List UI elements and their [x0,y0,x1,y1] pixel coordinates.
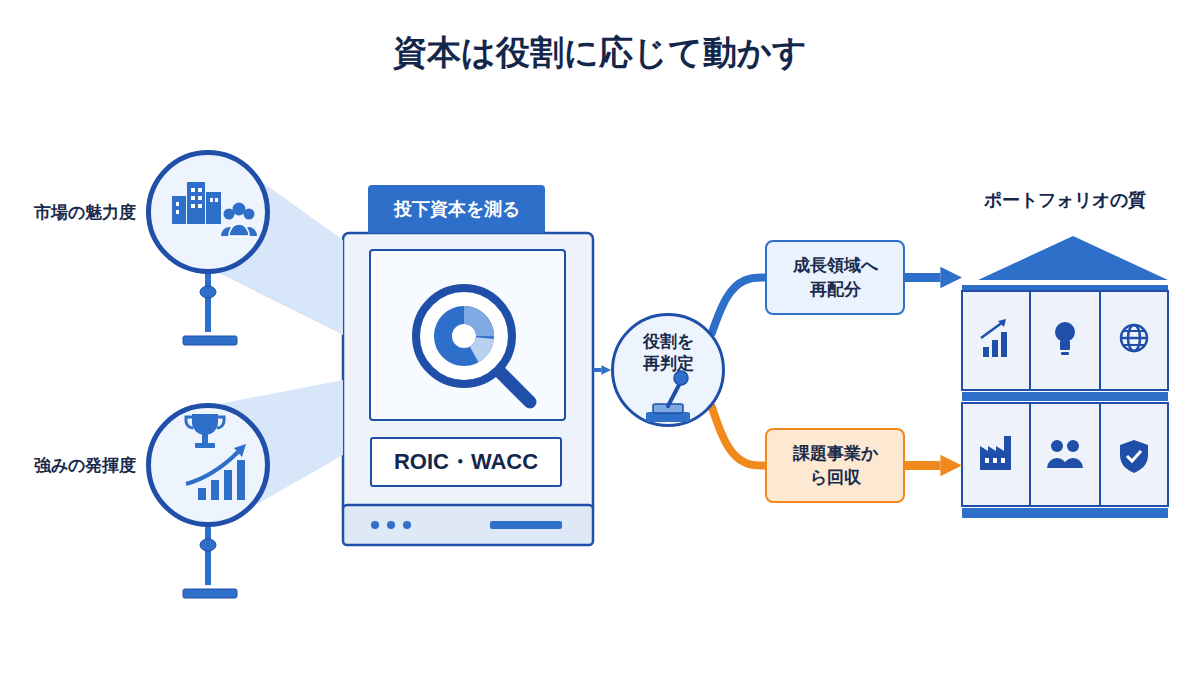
flow-arrow [593,368,601,372]
decision-circle: 役割を 再判定 [611,313,725,427]
node-circle [613,315,724,426]
strength-icon [186,414,246,500]
action-box: 課題事業か ら回収 [765,428,905,503]
lens-label: 強みの発揮度 [34,454,136,477]
diagram-title: 資本は役割に応じて動かす [0,30,1200,74]
lens-circle: 市場の魅力度 [146,150,270,274]
metric-box: ROIC・WACC [370,437,562,487]
node-circle [149,153,268,272]
flow-arrow [712,407,765,466]
magnifier-icon [416,288,530,402]
lens-circle: 強みの発揮度 [146,403,270,527]
portfolio-node: ポートフォリオの質 [962,180,1168,525]
building-icons [980,319,1148,473]
node-outline [146,150,270,274]
machine-body [343,233,593,545]
portfolio-building [962,236,1168,518]
portfolio-heading: ポートフォリオの質 [952,188,1178,212]
flow-arrow [712,278,765,334]
node-circle [149,406,268,525]
action-box: 成長領域へ 再配分 [765,240,905,315]
flow-arrow [905,461,940,470]
lens-label: 市場の魅力度 [34,201,136,224]
machine-title: 投下資本を測る [368,185,545,233]
action-text: 成長領域へ 再配分 [787,254,883,302]
flow-arrow [905,273,940,282]
action-text: 課題事業か ら回収 [787,442,883,490]
joystick-icon [646,371,690,422]
metric-text: ROIC・WACC [394,447,538,477]
node-outline [146,403,270,527]
decision-text: 役割を 再判定 [638,331,698,375]
measure-machine: 投下資本を測る ROIC・WACC [343,185,593,545]
market-icon [172,182,257,236]
